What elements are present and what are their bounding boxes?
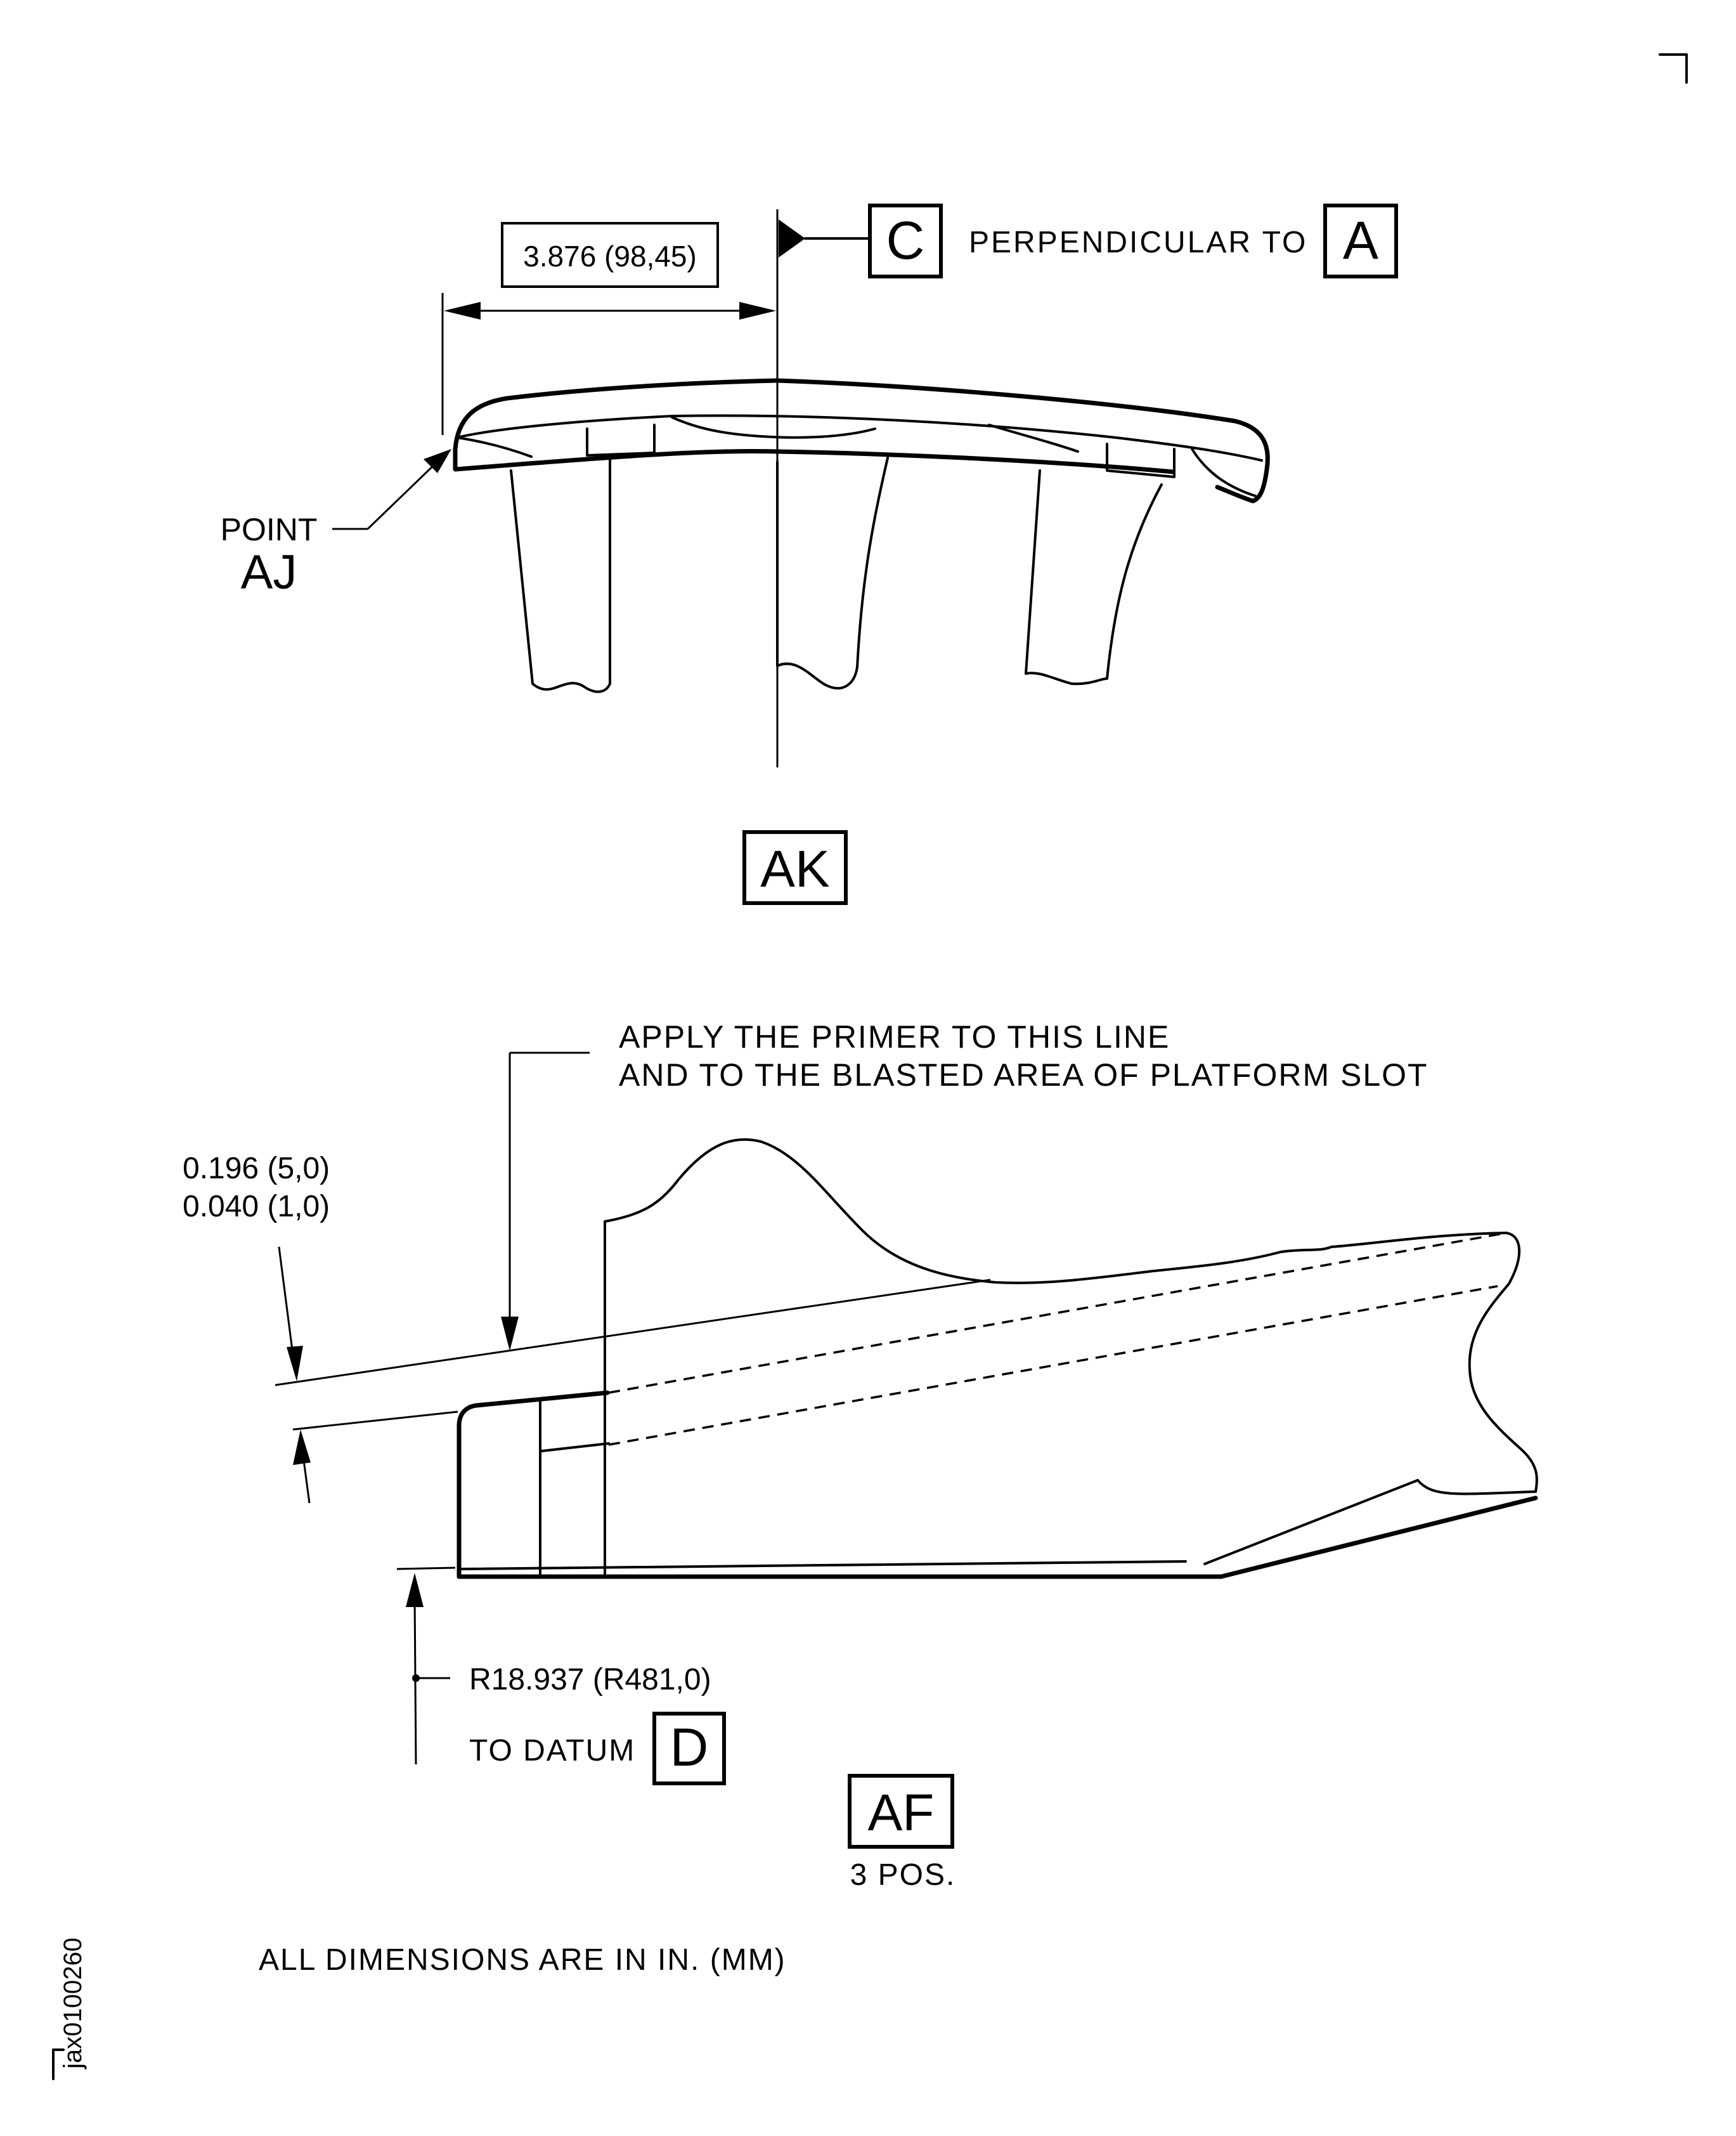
view-label-af-box (848, 1774, 954, 1849)
primer-note-line2: AND TO THE BLASTED AREA OF PLATFORM SLOT (619, 1057, 1428, 1093)
figure-id: jax0100260 (59, 1937, 87, 2069)
lower-view: APPLY THE PRIMER TO THIS LINE AND TO THE… (183, 1019, 1538, 1892)
dim-leader-top (278, 1246, 295, 1365)
view-label-ak-box (742, 830, 848, 905)
blade-airfoils (510, 454, 1163, 693)
datum-a-letter: A (1343, 211, 1378, 270)
dim-arrow-bottom (293, 1429, 311, 1465)
point-aj-leader-diag (366, 459, 440, 530)
point-label: POINT (221, 512, 318, 547)
dim-upper: 0.196 (5,0) (183, 1152, 330, 1185)
primer-note-line1: APPLY THE PRIMER TO THIS LINE (619, 1019, 1170, 1055)
upper-view: 3.876 (98,45) C PERPENDICULAR TO A (221, 204, 1398, 905)
dim-arrow-top (287, 1346, 303, 1381)
positions-text: 3 POS. (850, 1858, 956, 1892)
point-aj-label: AJ (241, 545, 297, 599)
radius-arrow (406, 1573, 424, 1607)
dimension-box (501, 222, 719, 288)
radius-text: R18.937 (R481,0) (469, 1663, 711, 1696)
dimension-arrow-left (444, 302, 481, 320)
point-aj-arrow (424, 449, 451, 473)
primer-arrow (501, 1317, 519, 1351)
radius-extension (396, 1566, 456, 1570)
primer-line-upper (275, 1279, 991, 1386)
datum-d-letter: D (670, 1717, 709, 1777)
corner-mark-top-right (1659, 53, 1688, 84)
view-label-ak: AK (760, 840, 829, 898)
platform-section (457, 1138, 1538, 1579)
datum-c-letter: C (886, 211, 925, 270)
view-label-af: AF (868, 1784, 935, 1842)
hidden-line-1 (608, 1232, 1507, 1394)
to-datum-text: TO DATUM (469, 1734, 635, 1768)
dimension-arrow-right (739, 302, 776, 320)
dimensions-note: ALL DIMENSIONS ARE IN IN. (MM) (259, 1943, 786, 1977)
perpendicular-text: PERPENDICULAR TO (969, 226, 1307, 259)
datum-triangle (779, 219, 805, 257)
datum-c-box (868, 204, 943, 278)
datum-a-box (1323, 204, 1398, 278)
datum-d-box (652, 1712, 726, 1785)
blade-platform (453, 378, 1270, 504)
hidden-line-2 (608, 1285, 1498, 1446)
dimension-text: 3.876 (98,45) (523, 240, 697, 273)
dim-lower: 0.040 (1,0) (183, 1190, 330, 1223)
primer-line-lower (292, 1410, 458, 1431)
corner-mark-bottom-left (52, 2048, 65, 2080)
